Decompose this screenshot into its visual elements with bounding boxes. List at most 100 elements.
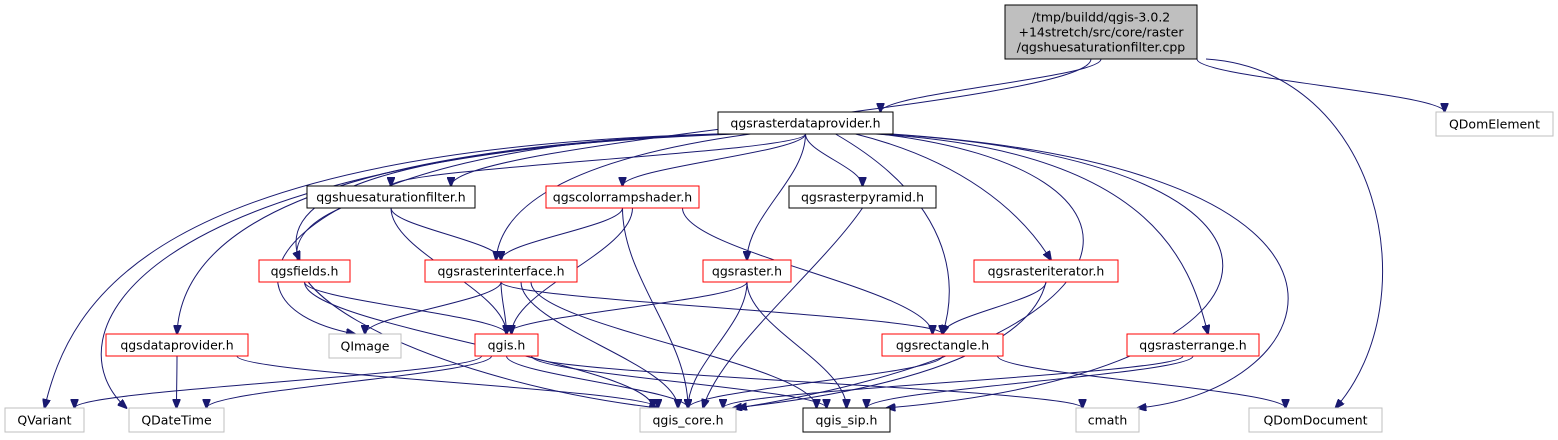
- node-label-QVariant: QVariant: [17, 413, 71, 428]
- node-label-cmath: cmath: [1088, 413, 1128, 428]
- node-box-qgis_h: [474, 333, 539, 357]
- node-box-qgis_core_h: [639, 407, 737, 433]
- node-label-qgsraster_h: qgsraster.h: [712, 264, 782, 279]
- node-QDomDocument: QDomDocument: [1248, 407, 1383, 433]
- node-label-qgscolorrampshader_h: qgscolorrampshader.h: [553, 190, 692, 205]
- edge-qgsrectangle_h-to-QDomDocument: [997, 355, 1286, 408]
- edge-qgsrasterpyramid_h-to-qgis_core_h: [703, 207, 863, 408]
- node-label-qgshuesaturationfilter_h: qgshuesaturationfilter.h: [316, 190, 465, 205]
- edge-qgsraster_h-to-qgis_core_h: [688, 281, 748, 408]
- edge-qgsrasterinterface_h-to-qgis_h: [500, 281, 507, 334]
- node-box-root: [1004, 4, 1198, 60]
- edge-qgsrasterdataprovider_h-to-qgsrasterrange_h: [875, 133, 1209, 334]
- edge-qgis_h-to-cmath: [531, 355, 1083, 408]
- edge-qgsrasterdataprovider_h-to-QDateTime: [100, 133, 721, 408]
- node-box-qgsrasterpyramid_h: [788, 185, 937, 209]
- node-root[interactable]: /tmp/buildd/qgis-3.0.2+14stretch/src/cor…: [1004, 4, 1198, 60]
- node-label-qgsfields_h: qgsfields.h: [271, 264, 339, 279]
- edges-layer: [45, 58, 1445, 408]
- node-label-qgsrectangle_h: qgsrectangle.h: [896, 338, 989, 353]
- nodes-layer: /tmp/buildd/qgis-3.0.2+14stretch/src/cor…: [4, 4, 1554, 433]
- edge-qgsrasterdataprovider_h-to-qgis_core_h: [738, 133, 1084, 408]
- edge-qgsraster_h-to-qgis_h: [507, 281, 748, 334]
- node-qgis_h[interactable]: qgis.h: [474, 333, 539, 357]
- node-box-cmath: [1075, 407, 1140, 433]
- node-QVariant: QVariant: [4, 407, 85, 433]
- node-box-qgsraster_h: [702, 259, 792, 283]
- edge-qgsrasterdataprovider_h-to-QVariant: [45, 133, 718, 408]
- node-box-qgsrasteriterator_h: [973, 259, 1119, 283]
- node-label-qgis_sip_h: qgis_sip.h: [816, 413, 878, 428]
- edge-qgis_h-to-qgis_sip_h: [531, 355, 827, 408]
- edge-qgsdataprovider_h-to-QDateTime: [177, 355, 178, 408]
- edge-qgsrasteriterator_h-to-qgis_core_h: [733, 281, 1047, 408]
- node-box-qgscolorrampshader_h: [545, 185, 700, 209]
- edge-qgis_h-to-QVariant: [75, 355, 482, 408]
- node-label-qgis_h: qgis.h: [488, 338, 526, 353]
- edge-root-to-qgsrasterdataprovider_h: [881, 58, 1102, 112]
- node-label-QDomDocument: QDomDocument: [1263, 413, 1367, 428]
- node-label-root-line-2: /qgshuesaturationfilter.cpp: [1017, 40, 1186, 55]
- edge-qgsrasterdataprovider_h-to-qgsrasteriterator_h: [855, 133, 1052, 260]
- edge-root-to-QDomDocument: [1205, 58, 1384, 408]
- node-label-QDateTime: QDateTime: [141, 413, 212, 428]
- node-box-qgsdataprovider_h: [105, 333, 249, 357]
- edge-qgsrectangle_h-to-qgis_core_h: [688, 355, 943, 408]
- node-qgsrasterinterface_h[interactable]: qgsrasterinterface.h: [424, 259, 578, 283]
- node-qgsrasterdataprovider_h[interactable]: qgsrasterdataprovider.h: [717, 111, 894, 135]
- edge-qgsrasterinterface_h-to-qgis_core_h: [520, 281, 678, 408]
- node-box-qgsrasterrange_h: [1126, 333, 1260, 357]
- node-box-qgsrasterdataprovider_h: [717, 111, 894, 135]
- edge-qgis_h-to-QDateTime: [207, 355, 492, 408]
- node-box-QImage: [328, 333, 402, 359]
- node-qgsrasterrange_h[interactable]: qgsrasterrange.h: [1126, 333, 1260, 357]
- node-qgsfields_h[interactable]: qgsfields.h: [258, 259, 351, 283]
- edge-qgsrasterinterface_h-to-qgis_sip_h: [530, 281, 817, 408]
- edge-qgsrasterdataprovider_h-to-qgscolorrampshader_h: [623, 133, 806, 186]
- node-box-qgsrectangle_h: [881, 333, 1004, 357]
- node-qgis_sip_h[interactable]: qgis_sip.h: [802, 407, 891, 433]
- node-label-qgsrasteriterator_h: qgsrasteriterator.h: [988, 264, 1105, 279]
- node-label-qgsrasterpyramid_h: qgsrasterpyramid.h: [801, 190, 924, 205]
- edge-qgsrasterdataprovider_h-to-qgsdataprovider_h: [177, 133, 726, 334]
- node-label-qgsrasterrange_h: qgsrasterrange.h: [1139, 338, 1246, 353]
- edge-qgscolorrampshader_h-to-qgsrasterinterface_h: [501, 207, 623, 260]
- node-qgsdataprovider_h[interactable]: qgsdataprovider.h: [105, 333, 249, 357]
- node-label-root-line-0: /tmp/buildd/qgis-3.0.2: [1032, 10, 1171, 25]
- node-label-qgsdataprovider_h: qgsdataprovider.h: [120, 338, 233, 353]
- edge-qgsrasterdataprovider_h-to-qgis_sip_h: [886, 133, 1224, 408]
- node-qgscolorrampshader_h[interactable]: qgscolorrampshader.h: [545, 185, 700, 209]
- node-label-qgsrasterinterface_h: qgsrasterinterface.h: [437, 264, 564, 279]
- edge-qgsrasterinterface_h-to-qgsrectangle_h: [500, 281, 943, 334]
- node-box-QDomElement: [1435, 111, 1554, 137]
- edge-qgsrasteriterator_h-to-qgsrectangle_h: [943, 281, 1047, 334]
- edge-qgsrasterrange_h-to-qgis_core_h: [723, 355, 1184, 408]
- edge-qgsrasterrange_h-to-qgis_sip_h: [867, 355, 1194, 408]
- edge-qgsrasterinterface_h-to-QImage: [365, 281, 502, 334]
- node-box-qgsrasterinterface_h: [424, 259, 578, 283]
- edge-qgsrasterdataprovider_h-to-cmath: [891, 133, 1289, 408]
- node-box-QVariant: [4, 407, 85, 433]
- node-cmath: cmath: [1075, 407, 1140, 433]
- node-label-QImage: QImage: [341, 339, 390, 354]
- node-qgsrectangle_h[interactable]: qgsrectangle.h: [881, 333, 1004, 357]
- node-QDateTime: QDateTime: [128, 407, 225, 433]
- node-QDomElement: QDomElement: [1435, 111, 1554, 137]
- node-qgsrasterpyramid_h[interactable]: qgsrasterpyramid.h: [788, 185, 937, 209]
- node-qgis_core_h: qgis_core.h: [639, 407, 737, 433]
- edge-qgsrasterdataprovider_h-to-qgshuesaturationfilter_h: [391, 133, 806, 186]
- edge-root-to-QDomElement: [1196, 58, 1445, 112]
- node-QImage: QImage: [328, 333, 402, 359]
- node-qgsrasteriterator_h[interactable]: qgsrasteriterator.h: [973, 259, 1119, 283]
- edge-qgsrasterdataprovider_h-to-qgsrectangle_h: [835, 133, 950, 334]
- node-qgshuesaturationfilter_h[interactable]: qgshuesaturationfilter.h: [306, 185, 476, 209]
- edge-qgsrasterdataprovider_h-to-qgsrasterpyramid_h: [805, 133, 863, 186]
- node-qgsraster_h[interactable]: qgsraster.h: [702, 259, 792, 283]
- edge-qgshuesaturationfilter_h-to-qgsrasterinterface_h: [390, 207, 501, 260]
- node-box-QDateTime: [128, 407, 225, 433]
- node-label-root-line-1: +14stretch/src/core/raster: [1018, 25, 1184, 40]
- edge-qgsfields_h-to-qgis_h: [304, 281, 507, 334]
- edge-qgis_h-to-qgis_core_h: [506, 355, 689, 408]
- node-label-qgis_core_h: qgis_core.h: [652, 413, 723, 428]
